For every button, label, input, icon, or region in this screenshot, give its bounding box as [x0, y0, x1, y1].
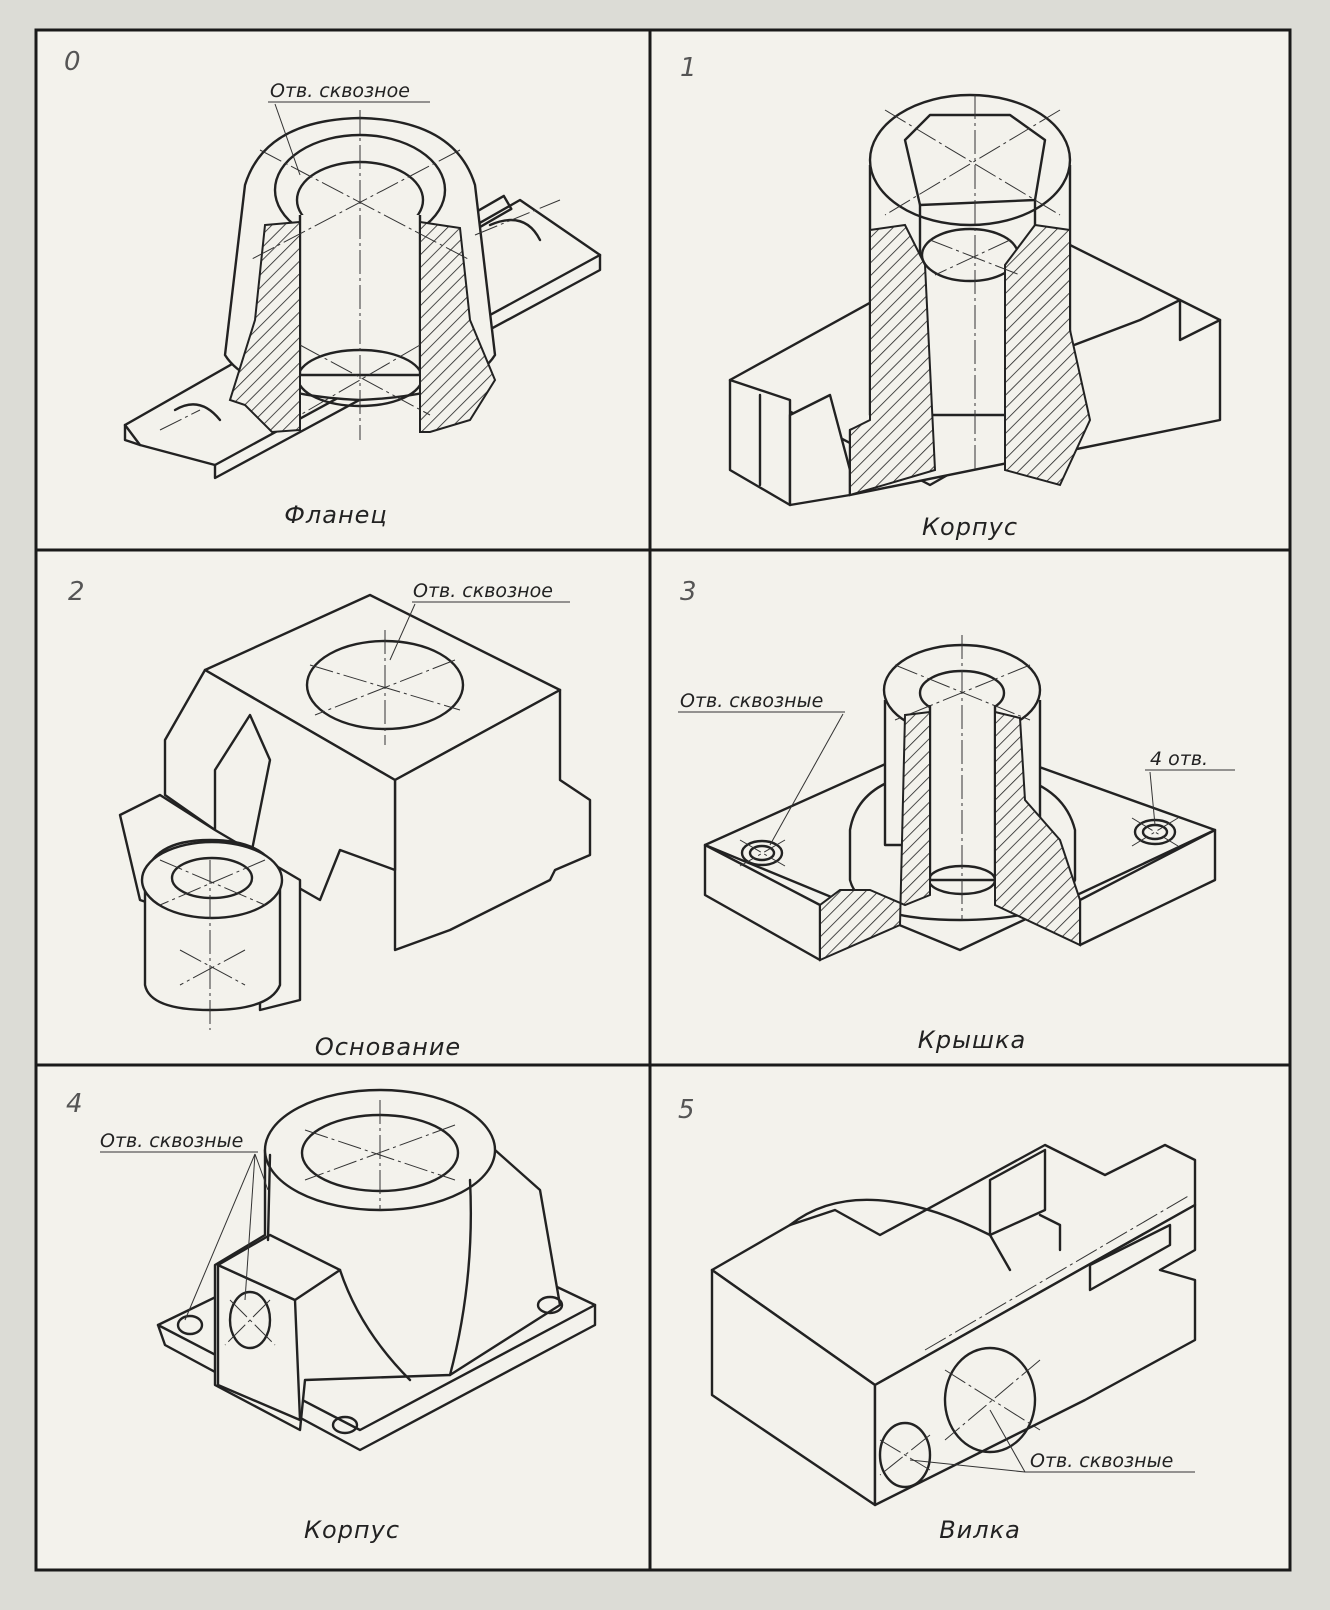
cell-4: 4 [66, 1088, 597, 1544]
callout-through-holes: Отв. сквозные [678, 690, 845, 846]
part-drawing-base [118, 593, 592, 1030]
cell-1: 1 Корпус [680, 53, 1222, 541]
part-drawing-housing [156, 1088, 597, 1452]
part-name: Вилка [939, 1516, 1021, 1544]
callout-label: Отв. сквозные [680, 690, 823, 712]
part-drawing-flange [123, 110, 602, 480]
part-name: Крышка [918, 1026, 1026, 1054]
cell-number: 5 [678, 1095, 695, 1125]
part-drawing-housing [728, 93, 1222, 507]
part-name: Корпус [304, 1516, 400, 1544]
part-name: Основание [315, 1033, 461, 1061]
part-drawing-cover [703, 635, 1217, 962]
callout-four-holes: 4 отв. [1145, 748, 1235, 826]
table-grid [34, 28, 1292, 1572]
cell-5: 5 Отв. скво [678, 1095, 1197, 1544]
callout-label: Отв. сквозные [1030, 1450, 1173, 1472]
cell-2: 2 Отв. сквозное [68, 577, 592, 1061]
part-name: Фланец [284, 501, 388, 529]
cell-0: 0 [64, 47, 602, 529]
cell-number: 2 [68, 577, 85, 607]
part-name: Корпус [922, 513, 1018, 541]
callout-through-hole: Отв. сквозное [268, 80, 430, 176]
cell-number: 4 [66, 1089, 83, 1119]
callout-label: Отв. сквозное [413, 580, 553, 602]
cell-number: 1 [680, 53, 697, 83]
callout-label: Отв. сквозное [270, 80, 410, 102]
callout-label: 4 отв. [1150, 748, 1208, 770]
cell-number: 3 [680, 577, 697, 607]
part-drawing-fork [710, 1143, 1197, 1507]
cell-number: 0 [64, 47, 81, 77]
callout-label: Отв. сквозные [100, 1130, 243, 1152]
callout-through-hole: Отв. сквозное [389, 580, 570, 661]
cell-3: 3 [678, 577, 1235, 1054]
callout-through-holes: Отв. сквозные [100, 1130, 269, 1321]
callout-through-holes: Отв. сквозные [909, 1409, 1195, 1473]
